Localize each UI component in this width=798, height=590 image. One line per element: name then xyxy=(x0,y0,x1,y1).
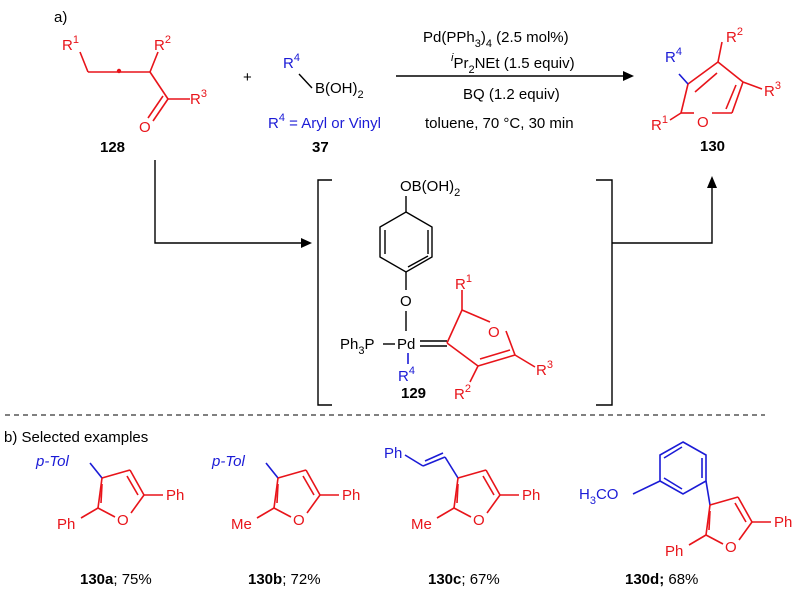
svg-text:H3CO: H3CO xyxy=(579,486,618,507)
svg-text:130d; 68%: 130d; 68% xyxy=(625,571,698,588)
svg-text:Me: Me xyxy=(231,516,252,533)
example-130d: H3CO O Ph Ph 130d; 68% xyxy=(579,441,792,588)
svg-text:R1: R1 xyxy=(651,114,668,134)
reagent-37: R4 B(OH)2 R4 = Aryl or Vinyl 37 xyxy=(268,52,381,156)
section-b-label: b) Selected examples xyxy=(4,429,148,446)
svg-text:O: O xyxy=(400,293,412,310)
svg-text:Pd: Pd xyxy=(397,336,415,353)
svg-text:BQ (1.2 equiv): BQ (1.2 equiv) xyxy=(463,86,560,103)
svg-text:R4: R4 xyxy=(398,365,415,385)
reaction-conditions: Pd(PPh3)4 (2.5 mol%) iPr2NEt (1.5 equiv)… xyxy=(423,29,575,132)
svg-text:R1: R1 xyxy=(62,34,79,54)
svg-text:Ph: Ph xyxy=(522,487,540,504)
compound-id-129: 129 xyxy=(401,385,426,402)
arrow-to-intermediate xyxy=(154,160,303,244)
svg-text:Ph3P: Ph3P xyxy=(340,336,375,357)
svg-text:Ph: Ph xyxy=(57,516,75,533)
svg-text:OB(OH)2: OB(OH)2 xyxy=(400,178,460,199)
right-bracket xyxy=(596,179,613,406)
svg-text:130b; 72%: 130b; 72% xyxy=(248,571,321,588)
compound-id-128: 128 xyxy=(100,139,125,156)
left-bracket xyxy=(317,179,332,406)
product-130: R4 R2 R3 R1 O 130 xyxy=(651,26,781,155)
example-130c: Ph O Me Ph 130c; 67% xyxy=(384,445,540,588)
svg-text:O: O xyxy=(117,512,129,529)
svg-text:R2: R2 xyxy=(726,26,743,46)
svg-text:toluene, 70 °C, 30 min: toluene, 70 °C, 30 min xyxy=(425,115,574,132)
svg-text:p-Tol: p-Tol xyxy=(211,453,245,470)
arrow-to-product xyxy=(612,186,713,244)
svg-text:R4: R4 xyxy=(665,46,682,66)
svg-text:p-Tol: p-Tol xyxy=(35,453,69,470)
svg-text:130c; 67%: 130c; 67% xyxy=(428,571,500,588)
plus-sign: + xyxy=(243,69,252,86)
main-arrow-head xyxy=(623,71,634,81)
reactant-128: R1 R2 R3 O 128 xyxy=(62,34,207,156)
svg-text:Ph: Ph xyxy=(342,487,360,504)
svg-text:Ph: Ph xyxy=(166,487,184,504)
svg-text:B(OH)2: B(OH)2 xyxy=(315,80,364,101)
svg-text:R4 = Aryl or Vinyl: R4 = Aryl or Vinyl xyxy=(268,112,381,132)
arrow-to-product-head xyxy=(707,176,717,188)
svg-text:R2: R2 xyxy=(154,34,171,54)
svg-text:R3: R3 xyxy=(190,88,207,108)
svg-text:R1: R1 xyxy=(455,273,472,293)
svg-text:O: O xyxy=(293,512,305,529)
section-a-label: a) xyxy=(54,9,67,26)
compound-id-130: 130 xyxy=(700,138,725,155)
svg-text:R2: R2 xyxy=(454,383,471,403)
svg-text:O: O xyxy=(139,119,151,136)
example-130a: p-Tol O Ph Ph 130a; 75% xyxy=(35,453,184,588)
svg-text:iPr2NEt (1.5 equiv): iPr2NEt (1.5 equiv) xyxy=(451,52,575,76)
svg-text:R4: R4 xyxy=(283,52,300,72)
svg-text:O: O xyxy=(697,114,709,131)
svg-text:O: O xyxy=(473,512,485,529)
svg-text:Pd(PPh3)4 (2.5 mol%): Pd(PPh3)4 (2.5 mol%) xyxy=(423,29,569,50)
intermediate-129: OB(OH)2 O Ph3P Pd R4 O R1 R2 R3 129 xyxy=(340,178,553,403)
arrow-to-intermediate-head xyxy=(301,238,312,248)
example-130b: p-Tol O Me Ph 130b; 72% xyxy=(211,453,360,588)
svg-text:Ph: Ph xyxy=(384,445,402,462)
svg-text:Ph: Ph xyxy=(665,543,683,560)
svg-text:O: O xyxy=(725,539,737,556)
svg-text:Me: Me xyxy=(411,516,432,533)
svg-text:R3: R3 xyxy=(764,80,781,100)
allene-center-dot xyxy=(116,68,122,74)
compound-id-37: 37 xyxy=(312,139,329,156)
svg-text:130a; 75%: 130a; 75% xyxy=(80,571,152,588)
svg-text:Ph: Ph xyxy=(774,514,792,531)
svg-text:O: O xyxy=(488,324,500,341)
svg-text:R3: R3 xyxy=(536,359,553,379)
